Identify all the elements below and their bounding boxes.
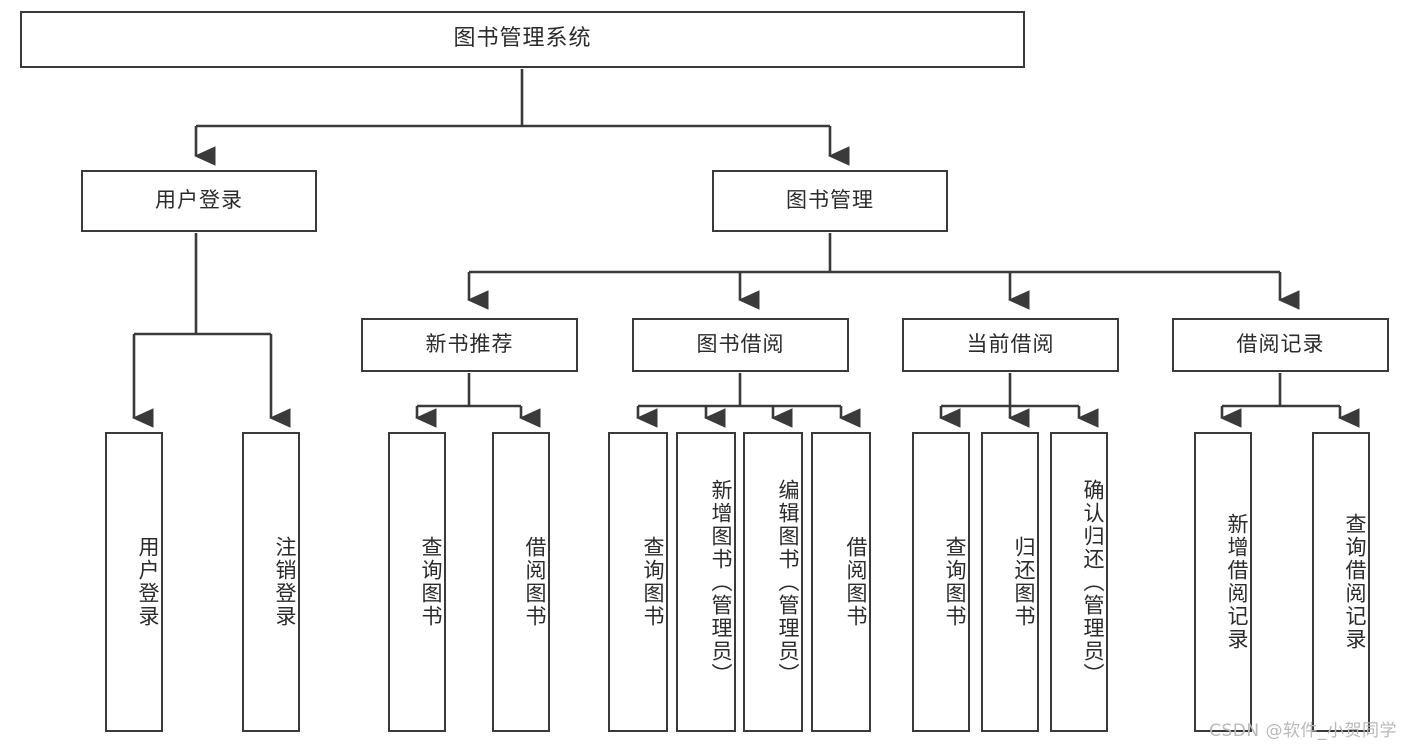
node-root-book-management-system[interactable]: 图书管理系统: [20, 11, 1025, 68]
leaf-query-borrow-record[interactable]: 查询借阅记录: [1312, 432, 1370, 732]
node-label: 图书管理: [786, 188, 874, 213]
node-label: 借阅记录: [1236, 332, 1325, 357]
node-label: 用户登录: [136, 536, 160, 628]
leaf-edit-book-admin[interactable]: 编辑图书（管理员）: [743, 432, 803, 732]
node-user-login[interactable]: 用户登录: [81, 170, 317, 232]
node-label: 借阅图书: [523, 536, 547, 628]
node-label: 查询图书: [943, 536, 967, 628]
node-label: 确认归还（管理员）: [1081, 478, 1105, 686]
leaf-add-book-admin[interactable]: 新增图书（管理员）: [676, 432, 736, 732]
leaf-borrow-book[interactable]: 借阅图书: [811, 432, 871, 732]
leaf-return-book[interactable]: 归还图书: [981, 432, 1039, 732]
leaf-borrow-book-recommend[interactable]: 借阅图书: [492, 432, 550, 732]
node-label: 归还图书: [1012, 536, 1036, 628]
leaf-confirm-return-admin[interactable]: 确认归还（管理员）: [1050, 432, 1108, 732]
node-label: 查询借阅记录: [1343, 513, 1367, 651]
node-label: 图书借阅: [696, 332, 785, 357]
node-label: 查询图书: [419, 536, 443, 628]
leaf-add-borrow-record[interactable]: 新增借阅记录: [1194, 432, 1252, 732]
leaf-query-book-recommend[interactable]: 查询图书: [388, 432, 446, 732]
leaf-query-book-borrow[interactable]: 查询图书: [608, 432, 668, 732]
watermark-text: CSDN @软件_小贺同学: [1209, 721, 1397, 741]
leaf-user-login[interactable]: 用户登录: [105, 432, 163, 732]
node-label: 编辑图书（管理员）: [776, 478, 800, 686]
node-borrow-record[interactable]: 借阅记录: [1172, 318, 1389, 372]
node-label: 借阅图书: [844, 536, 868, 628]
node-label: 新书推荐: [425, 332, 514, 357]
leaf-query-book-current[interactable]: 查询图书: [912, 432, 970, 732]
node-label: 当前借阅: [966, 332, 1055, 357]
leaf-logout-login[interactable]: 注销登录: [242, 432, 300, 732]
node-book-management[interactable]: 图书管理: [712, 170, 948, 232]
node-new-book-recommend[interactable]: 新书推荐: [361, 318, 578, 372]
node-label: 注销登录: [273, 536, 297, 628]
node-current-borrow[interactable]: 当前借阅: [902, 318, 1119, 372]
node-label: 用户登录: [155, 188, 243, 213]
node-label: 新增借阅记录: [1225, 513, 1249, 651]
node-label: 查询图书: [641, 536, 665, 628]
node-label: 新增图书（管理员）: [709, 478, 733, 686]
node-book-borrow[interactable]: 图书借阅: [632, 318, 849, 372]
node-label: 图书管理系统: [453, 26, 592, 52]
